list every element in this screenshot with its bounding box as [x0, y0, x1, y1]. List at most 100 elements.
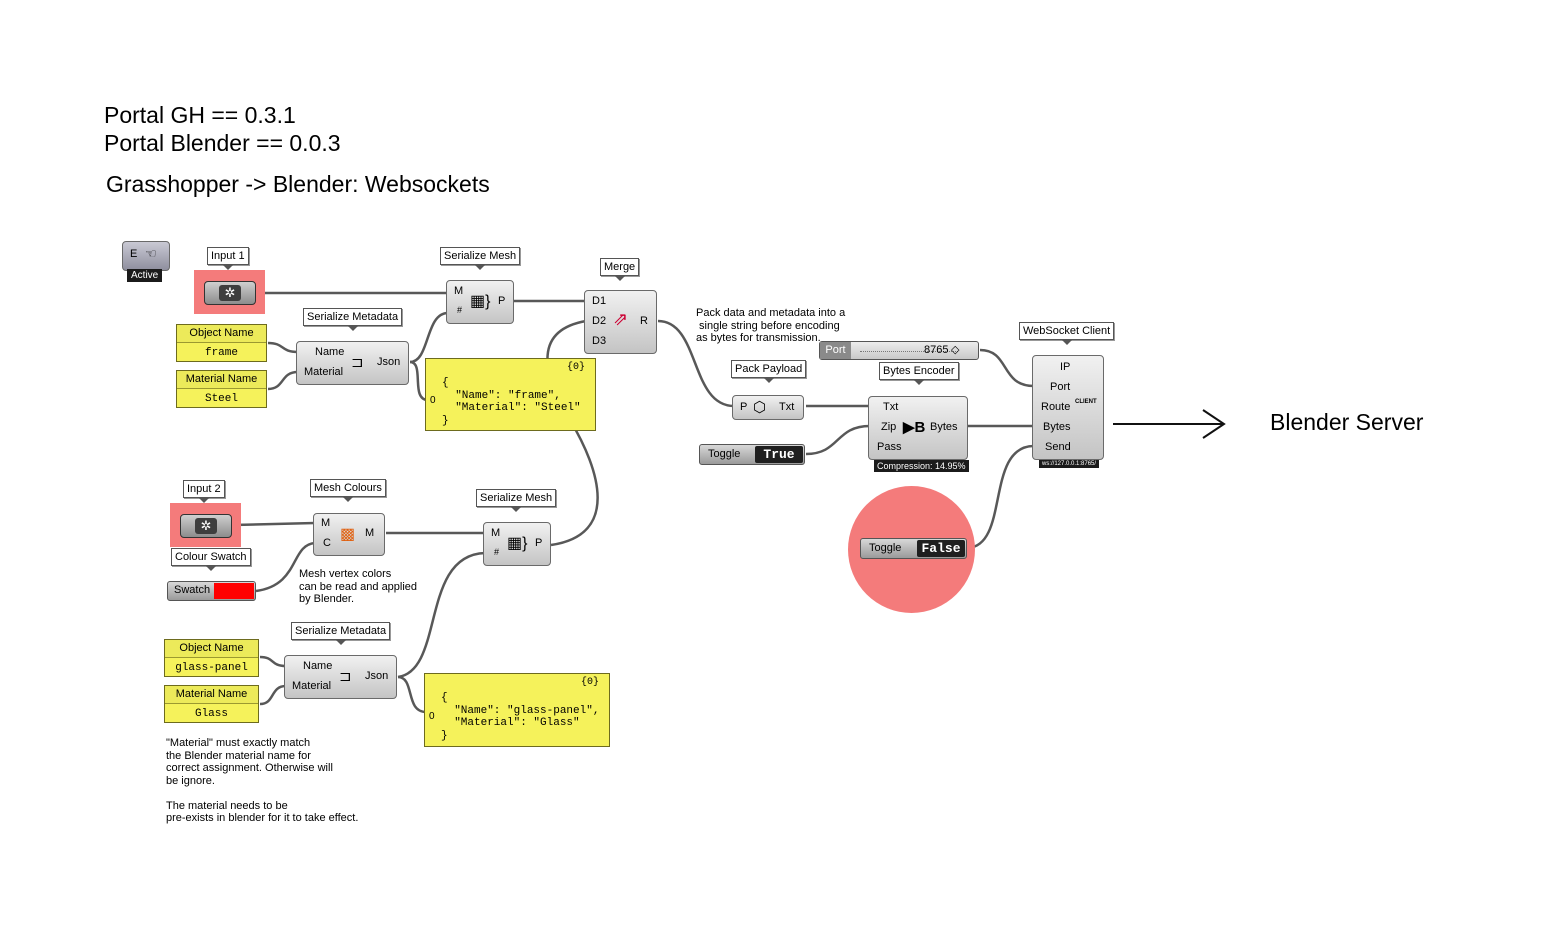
blender-server-label: Blender Server — [1270, 409, 1424, 435]
mesh-grid-icon: ▦} — [470, 293, 491, 310]
pack-txt-output: Txt — [779, 401, 795, 413]
slider-grip-icon[interactable]: ◇ — [951, 344, 960, 356]
input2-label: Input 2 — [183, 480, 225, 503]
serialize-meta-2-label: Serialize Metadata — [291, 622, 391, 645]
websocket-client-label: WebSocket Client — [1019, 322, 1115, 345]
vertex-color-note: Mesh vertex colors can be read and appli… — [299, 568, 418, 605]
merge-component[interactable]: D1 D2 D3 ⇗ R — [584, 290, 657, 354]
trigger-component[interactable]: E ☜ — [122, 241, 170, 271]
version-blender: Portal Blender == 0.0.3 — [104, 130, 341, 156]
material-name-param-1[interactable]: Material Name Steel — [176, 370, 267, 408]
wire-matname1-to-meta1 — [267, 370, 299, 391]
wire-objname1-to-meta1 — [267, 341, 299, 354]
encoder-status: Compression: 14.95% — [874, 460, 969, 472]
wire-objname2-to-meta2 — [259, 655, 287, 668]
slider-track[interactable] — [860, 351, 958, 352]
mesh-grid-icon: ▦} — [507, 535, 528, 552]
diagram-subtitle: Grasshopper -> Blender: Websockets — [106, 171, 490, 197]
wire-input2-to-colours — [232, 521, 316, 527]
websocket-client-component[interactable]: IP Port Route Bytes Send CLIENT — [1032, 355, 1104, 460]
encoder-txt-input: Txt — [883, 401, 899, 413]
object-name-value-2[interactable]: glass-panel — [175, 662, 248, 674]
merge-d3-input: D3 — [592, 335, 607, 347]
serialize-meta-2-component[interactable]: Name Material ⊐ Json — [284, 655, 397, 699]
pack-note: Pack data and metadata into a single str… — [696, 307, 846, 344]
mesh2-p-output: P — [535, 537, 543, 549]
panel1-index: 0 — [430, 395, 436, 406]
meta2-json-output: Json — [365, 670, 389, 682]
material-name-label-1: Material Name — [177, 371, 266, 389]
object-name-param-2[interactable]: Object Name glass-panel — [164, 639, 259, 677]
material-name-value-1[interactable]: Steel — [204, 393, 238, 405]
wire-send-toggle-to-client — [967, 444, 1035, 550]
object-name-label-2: Object Name — [165, 640, 258, 658]
serialize-mesh-1-component[interactable]: M # ▦} P — [446, 280, 514, 324]
mesh-colour-icon: ▩ — [340, 526, 356, 543]
colour-swatch-label: Colour Swatch — [171, 548, 251, 571]
colours-m-output: M — [365, 527, 375, 539]
wire-matname2-to-meta2 — [259, 684, 287, 706]
mesh-colours-component[interactable]: M C ▩ M — [313, 513, 385, 556]
port-slider-value: 8765 — [924, 344, 949, 356]
meta1-json-output: Json — [377, 356, 401, 368]
trigger-letter: E — [130, 248, 138, 260]
toggle-zip[interactable]: Toggle True — [699, 444, 805, 465]
object-name-param-1[interactable]: Object Name frame — [176, 324, 267, 362]
pack-p-input: P — [740, 401, 748, 413]
client-send-input: Send — [1045, 441, 1071, 453]
wire-mesh2-to-merge — [546, 319, 599, 547]
material-note: "Material" must exactly match the Blende… — [166, 737, 359, 824]
client-port-input: Port — [1050, 381, 1071, 393]
input1-label: Input 1 — [207, 247, 249, 270]
port-slider[interactable]: Port 8765 ◇ — [819, 341, 979, 360]
wire-port-to-client — [979, 348, 1035, 388]
wire-toggle-to-encoder — [805, 424, 871, 456]
encode-icon: ▶B — [903, 419, 926, 436]
panel1-text: { "Name": "frame", "Material": "Steel" } — [442, 377, 581, 427]
serialize-mesh-2-component[interactable]: M # ▦} P — [483, 522, 551, 566]
colours-c-input: C — [323, 537, 331, 549]
serialize-meta-1-label: Serialize Metadata — [303, 308, 403, 331]
serialize-meta-1-component[interactable]: Name Material ⊐ Json — [296, 341, 409, 385]
meta2-name-input: Name — [303, 660, 333, 672]
merge-d2-input: D2 — [592, 315, 607, 327]
panel2-text: { "Name": "glass-panel", "Material": "Gl… — [441, 692, 600, 742]
toggle-send[interactable]: Toggle False — [860, 538, 967, 559]
geometry-icon: ✲ — [219, 285, 241, 301]
geometry-icon: ✲ — [195, 518, 217, 534]
material-name-value-2[interactable]: Glass — [194, 708, 228, 720]
json-panel-1[interactable]: {0} 0 { "Name": "frame", "Material": "St… — [425, 358, 596, 431]
merge-d1-input: D1 — [592, 295, 607, 307]
hand-icon: ☜ — [145, 246, 157, 261]
client-route-input: Route — [1041, 401, 1071, 413]
merge-arrows-icon: ⇗ — [613, 309, 629, 329]
mesh1-m-input: M — [454, 285, 464, 297]
client-icon: CLIENT — [1075, 399, 1097, 405]
encoder-pass-input: Pass — [877, 441, 902, 453]
object-name-value-1[interactable]: frame — [204, 347, 238, 359]
toggle-zip-name: Toggle — [708, 448, 741, 460]
client-ip-input: IP — [1060, 361, 1071, 373]
serialize-mesh-2-label: Serialize Mesh — [476, 489, 557, 512]
tag-icon: ⊐ — [351, 354, 364, 371]
panel1-path: {0} — [566, 362, 585, 373]
colour-swatch[interactable]: Swatch — [167, 581, 256, 601]
meta2-material-input: Material — [292, 680, 332, 692]
swatch-color[interactable] — [214, 583, 254, 599]
pack-payload-label: Pack Payload — [731, 360, 807, 383]
toggle-send-value[interactable]: False — [917, 540, 965, 557]
object-name-label-1: Object Name — [177, 325, 266, 343]
port-slider-name: Port — [820, 342, 851, 359]
merge-label: Merge — [600, 258, 640, 281]
material-name-param-2[interactable]: Material Name Glass — [164, 685, 259, 723]
toggle-zip-value[interactable]: True — [755, 446, 803, 463]
merge-r-output: R — [640, 315, 648, 327]
pack-payload-component[interactable]: P ⬡ Txt — [732, 395, 804, 420]
json-panel-2[interactable]: {0} 0 { "Name": "glass-panel", "Material… — [424, 673, 610, 747]
bytes-encoder-label: Bytes Encoder — [879, 362, 959, 385]
mesh1-hash-input: # — [457, 305, 463, 315]
encoder-zip-input: Zip — [881, 421, 897, 433]
input1-geometry-param[interactable]: ✲ — [204, 281, 256, 305]
bytes-encoder-component[interactable]: Txt Zip Pass ▶B Bytes — [868, 396, 968, 460]
input2-geometry-param[interactable]: ✲ — [180, 514, 232, 538]
